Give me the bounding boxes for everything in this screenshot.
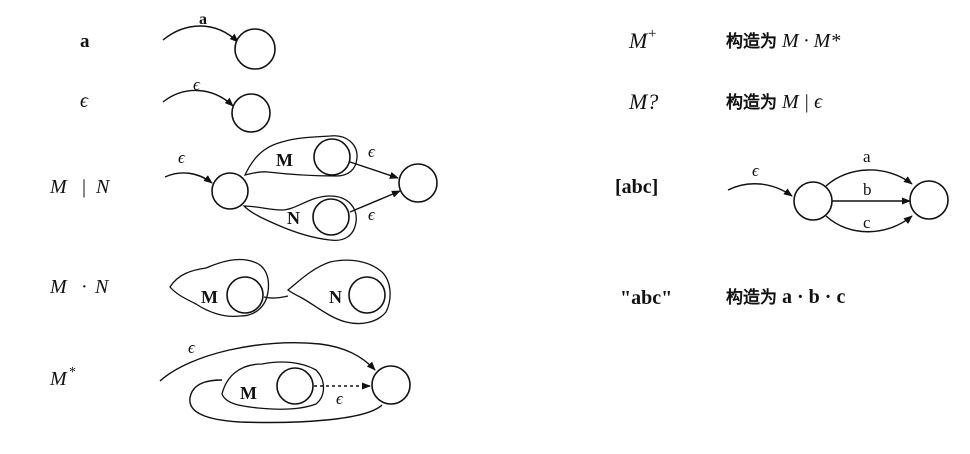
edge-label-epsilon: ϵ bbox=[193, 75, 201, 94]
state-class-start bbox=[793, 181, 833, 221]
state-n-final bbox=[312, 198, 350, 236]
edge-label-n-out: ϵ bbox=[368, 205, 376, 224]
label-plus-sup: + bbox=[648, 26, 656, 42]
row-epsilon: ϵ ϵ bbox=[80, 75, 271, 133]
edge-a bbox=[162, 25, 239, 43]
edge-class-in bbox=[727, 183, 793, 197]
edge-label-a: a bbox=[199, 11, 207, 28]
edge-class-a bbox=[825, 169, 913, 187]
desc-string-prefix: 构造为 bbox=[726, 287, 777, 308]
edge-alt-in bbox=[164, 172, 213, 184]
edge-label-star-top: ϵ bbox=[188, 338, 196, 357]
row-concatenation: M · N M N bbox=[49, 258, 391, 325]
edge-class-c bbox=[825, 215, 913, 233]
desc-optional-formula: M | ϵ bbox=[781, 91, 823, 113]
subautomaton-concat-m-label: M bbox=[201, 287, 218, 307]
edge-label-star-out: ϵ bbox=[336, 389, 344, 408]
state-concat-m-final bbox=[226, 276, 264, 314]
label-concat-m: M bbox=[49, 276, 68, 298]
label-optional: M? bbox=[628, 89, 658, 114]
state-class-accept bbox=[909, 180, 949, 220]
edge-star-top bbox=[159, 342, 376, 382]
subautomaton-m-label: M bbox=[276, 150, 293, 170]
edge-label-class-in: ϵ bbox=[752, 161, 760, 180]
row-alternation: M | N ϵ M N ϵ ϵ bbox=[49, 135, 438, 242]
label-string: "abc" bbox=[620, 287, 672, 309]
edge-label-class-c: c bbox=[863, 213, 871, 232]
edge-label-class-a: a bbox=[863, 147, 871, 166]
label-star-sup: * bbox=[69, 365, 76, 380]
label-epsilon: ϵ bbox=[80, 90, 89, 112]
state-star-m-final bbox=[276, 367, 314, 405]
label-concat-dot: · bbox=[81, 276, 88, 298]
label-star-m: M bbox=[49, 368, 68, 390]
desc-optional-prefix: 构造为 bbox=[726, 92, 777, 113]
state-m-final bbox=[313, 138, 351, 176]
state-a-accept bbox=[234, 28, 276, 70]
row-kleene-star: M * ϵ M ϵ bbox=[49, 338, 411, 424]
edge-label-class-b: b bbox=[863, 180, 872, 199]
edge-n-out bbox=[349, 190, 401, 213]
label-alt-m: M bbox=[49, 176, 68, 198]
edge-label-m-out: ϵ bbox=[368, 142, 376, 161]
desc-plus-prefix: 构造为 bbox=[726, 31, 777, 52]
edge-m-out bbox=[349, 161, 399, 179]
subautomaton-star-m-label: M bbox=[240, 383, 257, 403]
desc-plus-formula: M · M* bbox=[781, 30, 840, 52]
label-char-class: [abc] bbox=[615, 176, 658, 198]
state-alt-accept bbox=[398, 163, 438, 203]
label-plus-m: M bbox=[628, 28, 649, 53]
desc-string-formula: a · b · c bbox=[782, 286, 845, 308]
edge-concat-link bbox=[263, 295, 289, 299]
label-a: a bbox=[80, 31, 90, 52]
row-char-class: [abc] ϵ a b c bbox=[615, 147, 949, 233]
label-alt-n: N bbox=[95, 176, 111, 198]
label-concat-n: N bbox=[94, 276, 110, 298]
edge-label-alt-in: ϵ bbox=[178, 148, 186, 167]
row-symbol-a: a a bbox=[80, 11, 276, 70]
subautomaton-concat-n-label: N bbox=[329, 287, 342, 307]
label-alt-bar: | bbox=[82, 176, 86, 198]
row-string: "abc" 构造为 a · b · c bbox=[620, 286, 845, 309]
subautomaton-n-label: N bbox=[287, 208, 300, 228]
state-alt-start bbox=[211, 172, 249, 210]
row-optional: M? 构造为 M | ϵ bbox=[628, 89, 823, 114]
edge-star-loop bbox=[189, 379, 383, 424]
edge-epsilon bbox=[162, 89, 234, 107]
row-plus: M + 构造为 M · M* bbox=[628, 26, 840, 53]
state-concat-n-final bbox=[348, 276, 386, 314]
state-epsilon-accept bbox=[231, 93, 271, 133]
state-star-accept bbox=[371, 365, 411, 405]
